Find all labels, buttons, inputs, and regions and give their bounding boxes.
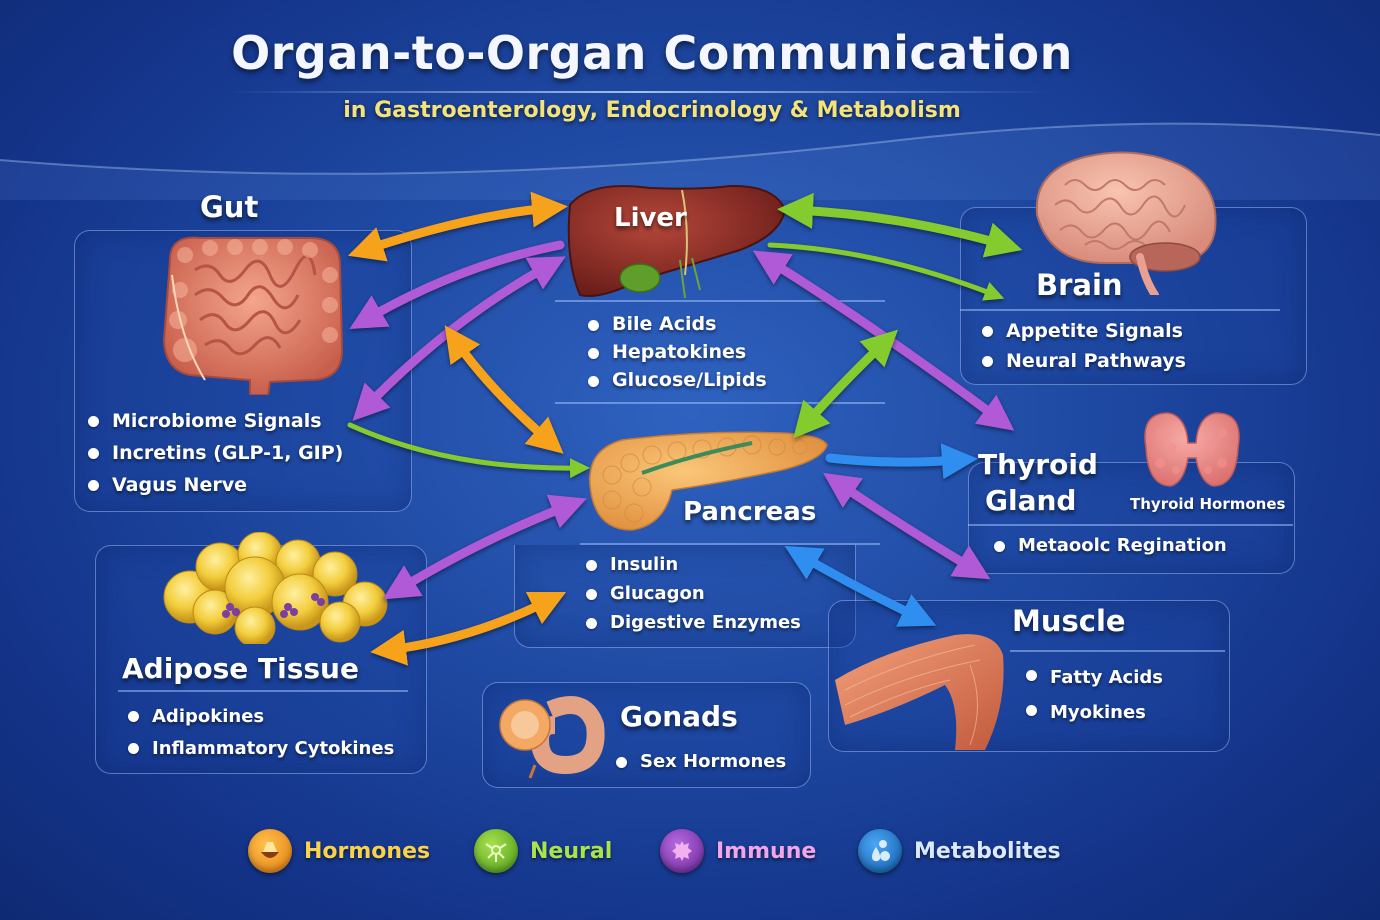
list-item: Adipokines bbox=[126, 701, 394, 733]
arrow-liver-to-pancreas-hormones bbox=[444, 325, 564, 454]
legend-label: Hormones bbox=[304, 838, 431, 864]
list-item: Myokines bbox=[1024, 695, 1163, 730]
list-item: Incretins (GLP-1, GIP) bbox=[86, 438, 343, 468]
arrow-pancreas-to-thyroid-metabolites bbox=[825, 443, 978, 480]
gut-signal-list: Microbiome Signals Incretins (GLP-1, GIP… bbox=[86, 406, 343, 500]
pancreas-divider bbox=[580, 543, 880, 545]
brain-title: Brain bbox=[1036, 268, 1123, 302]
thyroid-signal-list: Metaoolc Regination bbox=[992, 531, 1227, 561]
muscle-divider bbox=[1010, 650, 1225, 652]
gonads-signal-list: Sex Hormones bbox=[614, 747, 786, 777]
list-item: Fatty Acids bbox=[1024, 660, 1163, 695]
muscle-signal-list: Fatty Acids Myokines bbox=[1024, 660, 1163, 730]
title-divider bbox=[230, 91, 1050, 93]
legend-neural: Neural bbox=[474, 828, 612, 874]
list-item: Digestive Enzymes bbox=[584, 608, 801, 637]
metabolite-drops-icon bbox=[858, 829, 902, 873]
liver-signal-list: Bile Acids Hepatokines Glucose/Lipids bbox=[586, 310, 767, 394]
list-item: Sex Hormones bbox=[614, 747, 786, 777]
muscle-illustration bbox=[835, 634, 1004, 750]
list-item: Metaoolc Regination bbox=[992, 531, 1227, 561]
list-item: Glucose/Lipids bbox=[586, 366, 767, 394]
brain-divider bbox=[960, 309, 1280, 311]
thyroid-illustration bbox=[1144, 412, 1240, 487]
list-item: Vagus Nerve bbox=[86, 470, 343, 500]
pancreas-signal-list: Insulin Glucagon Digestive Enzymes bbox=[584, 550, 801, 637]
legend-label: Neural bbox=[530, 838, 613, 864]
legend-hormones: Hormones bbox=[248, 828, 430, 874]
legend-metabolites: Metabolites bbox=[858, 828, 1061, 874]
page-subtitle: in Gastroenterology, Endocrinology & Met… bbox=[343, 98, 961, 123]
thyroid-title-line2: Gland bbox=[985, 484, 1077, 517]
thyroid-panel bbox=[968, 462, 1295, 574]
adipose-divider bbox=[118, 690, 408, 692]
liver-divider-bottom bbox=[555, 402, 885, 404]
list-item: Microbiome Signals bbox=[86, 406, 343, 436]
list-item: Insulin bbox=[584, 550, 801, 579]
thyroid-title-line1: Thyroid bbox=[978, 448, 1098, 481]
thyroid-hormones-label: Thyroid Hormones bbox=[1130, 495, 1286, 513]
liver-title: Liver bbox=[614, 203, 687, 233]
list-item: Glucagon bbox=[584, 579, 801, 608]
list-item: Bile Acids bbox=[586, 310, 767, 338]
gonads-title: Gonads bbox=[620, 700, 738, 733]
page-title: Organ-to-Organ Communication bbox=[231, 26, 1073, 80]
list-item: Neural Pathways bbox=[980, 346, 1186, 376]
gonads-illustration bbox=[499, 696, 605, 779]
list-item: Inflammatory Cytokines bbox=[126, 733, 394, 765]
liver-divider-top bbox=[555, 300, 885, 302]
pancreas-title: Pancreas bbox=[683, 497, 817, 527]
gut-title: Gut bbox=[200, 190, 259, 224]
immune-cell-icon bbox=[660, 829, 704, 873]
brain-signal-list: Appetite Signals Neural Pathways bbox=[980, 316, 1186, 376]
list-item: Hepatokines bbox=[586, 338, 767, 366]
gut-illustration bbox=[162, 236, 344, 395]
adipose-title: Adipose Tissue bbox=[122, 652, 359, 685]
liver-illustration bbox=[567, 184, 787, 299]
neuron-icon bbox=[474, 829, 518, 873]
arrow-pancreas-to-liver-neural bbox=[793, 329, 899, 439]
thyroid-divider bbox=[968, 524, 1293, 526]
arrow-pancreas-to-thyroid-immune bbox=[823, 472, 991, 580]
adipose-illustration bbox=[163, 532, 388, 644]
legend-label: Metabolites bbox=[914, 838, 1061, 864]
legend-immune: Immune bbox=[660, 828, 816, 874]
list-item: Appetite Signals bbox=[980, 316, 1186, 346]
adipose-signal-list: Adipokines Inflammatory Cytokines bbox=[126, 701, 394, 765]
legend-label: Immune bbox=[716, 838, 817, 864]
pancreas-illustration bbox=[589, 431, 828, 531]
brain-illustration bbox=[1035, 151, 1217, 295]
muscle-title: Muscle bbox=[1012, 604, 1126, 638]
hormone-gland-icon bbox=[248, 829, 292, 873]
